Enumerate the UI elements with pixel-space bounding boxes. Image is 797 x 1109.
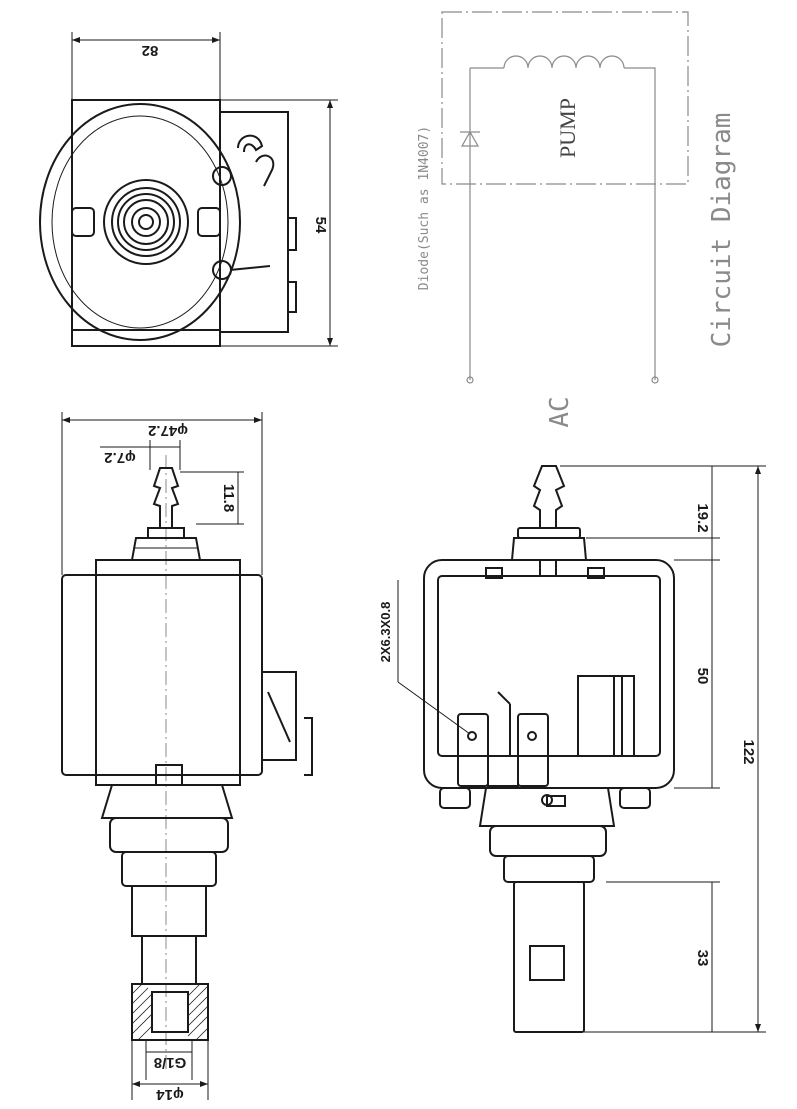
dim-front-body: 50 bbox=[694, 668, 711, 685]
ac-label: AC bbox=[545, 396, 575, 427]
dim-inlet-dia: φ14 bbox=[156, 1086, 184, 1103]
circuit-title: Circuit Diagram bbox=[707, 113, 737, 348]
dim-end-height: 54 bbox=[312, 217, 329, 234]
diode-label: Diode(Such as 1N4007) bbox=[417, 126, 432, 290]
terminal-spec: 2X6.3X0.8 bbox=[378, 602, 393, 663]
end-view: 82 54 bbox=[39, 32, 338, 347]
dim-front-bottom: 33 bbox=[694, 950, 711, 967]
dim-thread: G1/8 bbox=[154, 1054, 187, 1071]
dim-outer-dia: φ47.2 bbox=[148, 422, 188, 439]
front-view: 2X6.3X0.8 19.2 50 33 122 bbox=[378, 465, 766, 1033]
thread-hatching bbox=[131, 983, 209, 1041]
dim-nozzle-dia: φ7.2 bbox=[104, 449, 136, 466]
side-view: φ47.2 φ7.2 11.8 bbox=[61, 412, 313, 1103]
dim-end-width: 82 bbox=[142, 42, 159, 59]
dim-front-top: 19.2 bbox=[694, 503, 711, 532]
dim-front-total: 122 bbox=[740, 739, 757, 764]
pump-label: PUMP bbox=[555, 98, 580, 158]
circuit-diagram: PUMP Diode(Such as 1N4007) Circuit Diagr… bbox=[417, 11, 737, 428]
dim-nozzle-len: 11.8 bbox=[220, 484, 237, 512]
